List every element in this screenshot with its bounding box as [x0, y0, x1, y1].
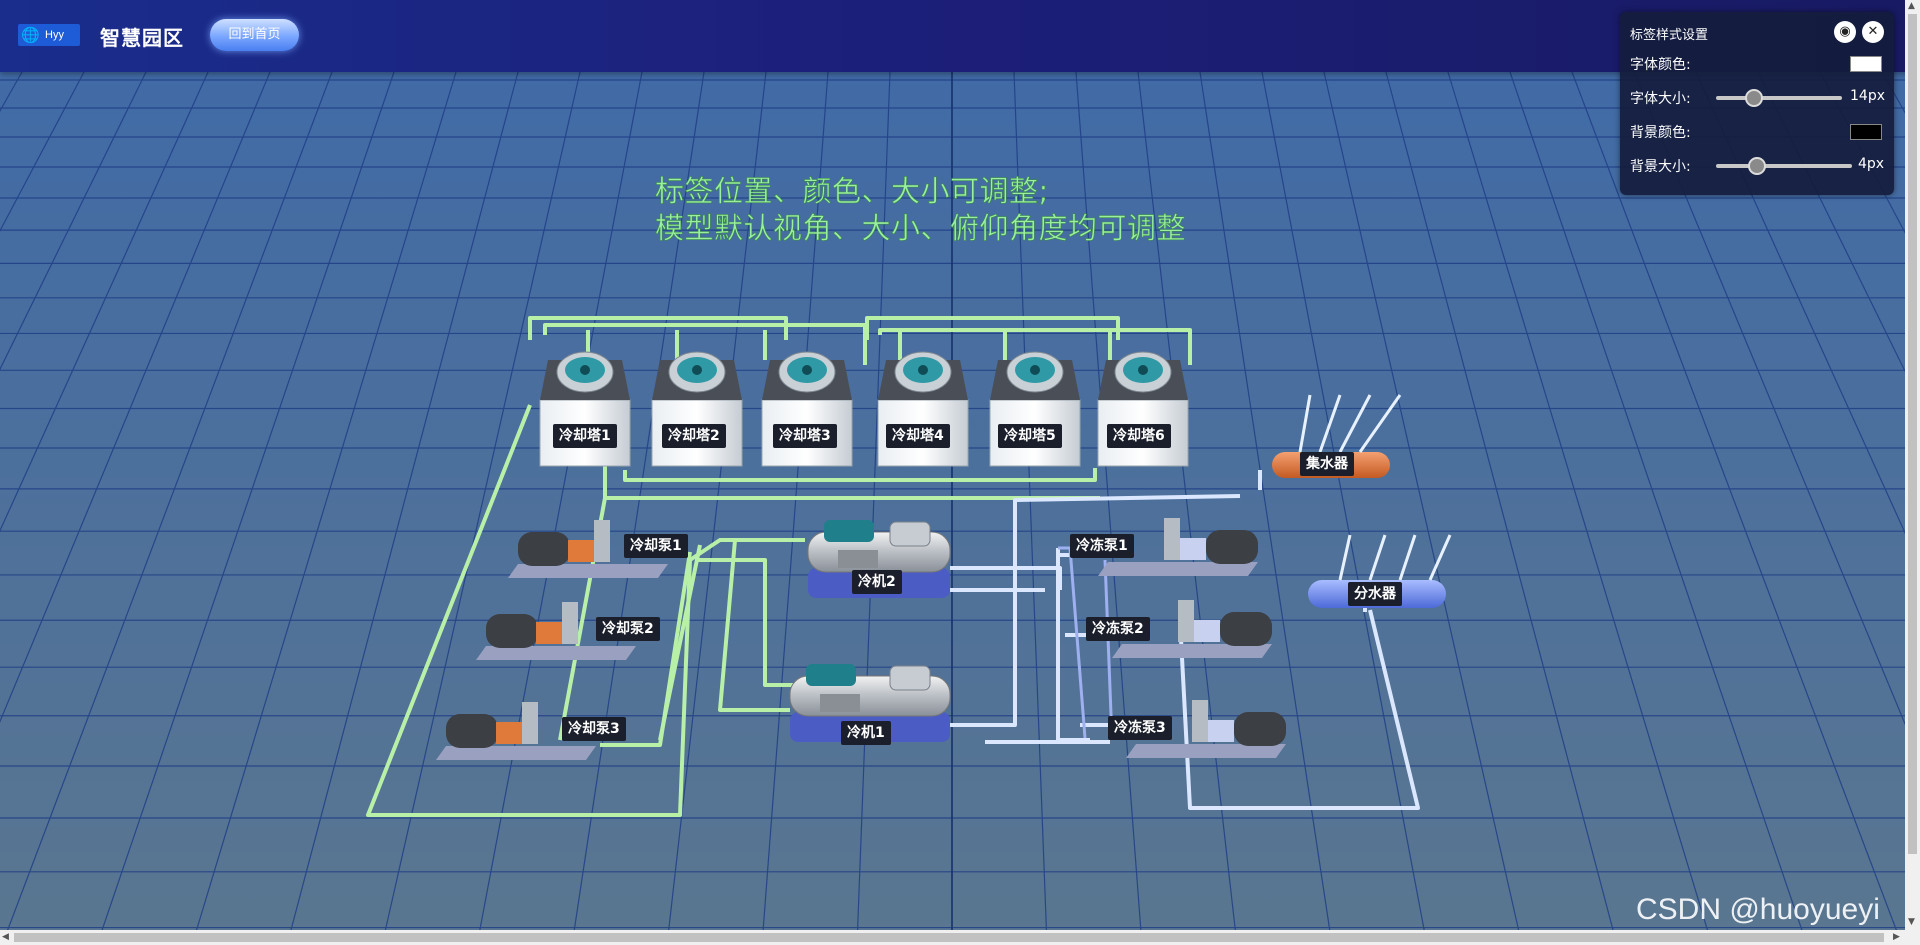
chilled-pump-3-model: [1126, 700, 1286, 758]
app-logo[interactable]: 🌐 Hyy: [18, 24, 80, 46]
font-size-slider-thumb[interactable]: [1744, 89, 1763, 107]
font-size-label: 字体大小:: [1630, 91, 1691, 107]
annotation-line-1: 标签位置、颜色、大小可调整;: [655, 174, 1049, 209]
label-cooling-pump-3[interactable]: 冷却泵3: [562, 717, 626, 741]
label-style-settings-panel: 标签样式设置 ◉ ✕ 字体颜色: 字体大小: 14px 背景颜色: 背景大小: …: [1620, 12, 1894, 195]
bg-color-picker[interactable]: [1850, 124, 1882, 140]
label-cooling-pump-1[interactable]: 冷却泵1: [624, 534, 688, 558]
label-cooling-tower-5[interactable]: 冷却塔5: [998, 424, 1062, 448]
cooling-tower-3-model: [761, 351, 853, 467]
eye-icon: ◉: [1839, 24, 1851, 39]
logo-text: Hyy: [45, 29, 64, 41]
font-color-picker[interactable]: [1850, 56, 1882, 72]
label-cooling-pump-2[interactable]: 冷却泵2: [596, 617, 660, 641]
visibility-toggle-button[interactable]: ◉: [1834, 21, 1856, 43]
chilled-pump-2-model: [1112, 600, 1272, 658]
bg-size-label: 背景大小:: [1630, 159, 1691, 175]
bg-color-label: 背景颜色:: [1630, 125, 1691, 141]
font-size-slider[interactable]: [1716, 89, 1842, 107]
font-size-value: 14px: [1850, 88, 1885, 104]
bg-size-slider-thumb[interactable]: [1747, 157, 1766, 175]
label-cooling-tower-2[interactable]: 冷却塔2: [662, 424, 726, 448]
watermark: CSDN @huoyueyi: [1636, 893, 1880, 926]
label-chilled-pump-2[interactable]: 冷冻泵2: [1086, 617, 1150, 641]
label-cooling-tower-1[interactable]: 冷却塔1: [553, 424, 617, 448]
scroll-left-icon[interactable]: ◀: [2, 932, 9, 942]
label-cooling-tower-3[interactable]: 冷却塔3: [773, 424, 837, 448]
label-cooling-tower-4[interactable]: 冷却塔4: [886, 424, 950, 448]
label-chilled-pump-1[interactable]: 冷冻泵1: [1070, 534, 1134, 558]
cooling-pump-1-model: [508, 520, 668, 578]
vertical-scrollbar[interactable]: ▲ ▼: [1905, 0, 1920, 930]
bg-size-slider[interactable]: [1716, 157, 1852, 175]
cooling-pump-2-model: [476, 602, 636, 660]
top-header-bar: 🌐 Hyy 智慧园区 回到首页: [0, 0, 1920, 72]
label-chilled-pump-3[interactable]: 冷冻泵3: [1108, 716, 1172, 740]
cooling-tower-6-model: [1097, 351, 1189, 467]
close-button[interactable]: ✕: [1862, 21, 1884, 43]
bg-size-value: 4px: [1858, 156, 1885, 172]
chilled-pump-1-model: [1098, 518, 1258, 576]
close-icon: ✕: [1867, 24, 1879, 39]
app-title: 智慧园区: [100, 26, 184, 50]
scroll-down-icon[interactable]: ▼: [1908, 917, 1915, 927]
home-button[interactable]: 回到首页: [210, 19, 299, 51]
cooling-pump-3-model: [436, 702, 596, 760]
label-chiller-1[interactable]: 冷机1: [841, 721, 891, 745]
cooling-tower-5-model: [989, 351, 1081, 467]
cooling-tower-1-model: [539, 351, 631, 467]
font-color-label: 字体颜色:: [1630, 57, 1691, 73]
cooling-tower-2-model: [651, 351, 743, 467]
scroll-up-icon[interactable]: ▲: [1908, 1, 1915, 11]
label-water-distributor[interactable]: 分水器: [1348, 582, 1402, 606]
panel-title: 标签样式设置: [1630, 28, 1709, 43]
globe-icon: 🌐: [21, 26, 40, 44]
horizontal-scroll-thumb[interactable]: [14, 933, 1884, 942]
vertical-scroll-thumb[interactable]: [1908, 14, 1917, 854]
label-cooling-tower-6[interactable]: 冷却塔6: [1107, 424, 1171, 448]
annotation-line-2: 模型默认视角、大小、俯仰角度均可调整: [655, 211, 1187, 246]
label-water-collector[interactable]: 集水器: [1300, 452, 1354, 476]
label-chiller-2[interactable]: 冷机2: [852, 570, 902, 594]
scroll-right-icon[interactable]: ▶: [1893, 932, 1900, 942]
horizontal-scrollbar[interactable]: ◀ ▶: [0, 930, 1920, 945]
cooling-tower-4-model: [877, 351, 969, 467]
